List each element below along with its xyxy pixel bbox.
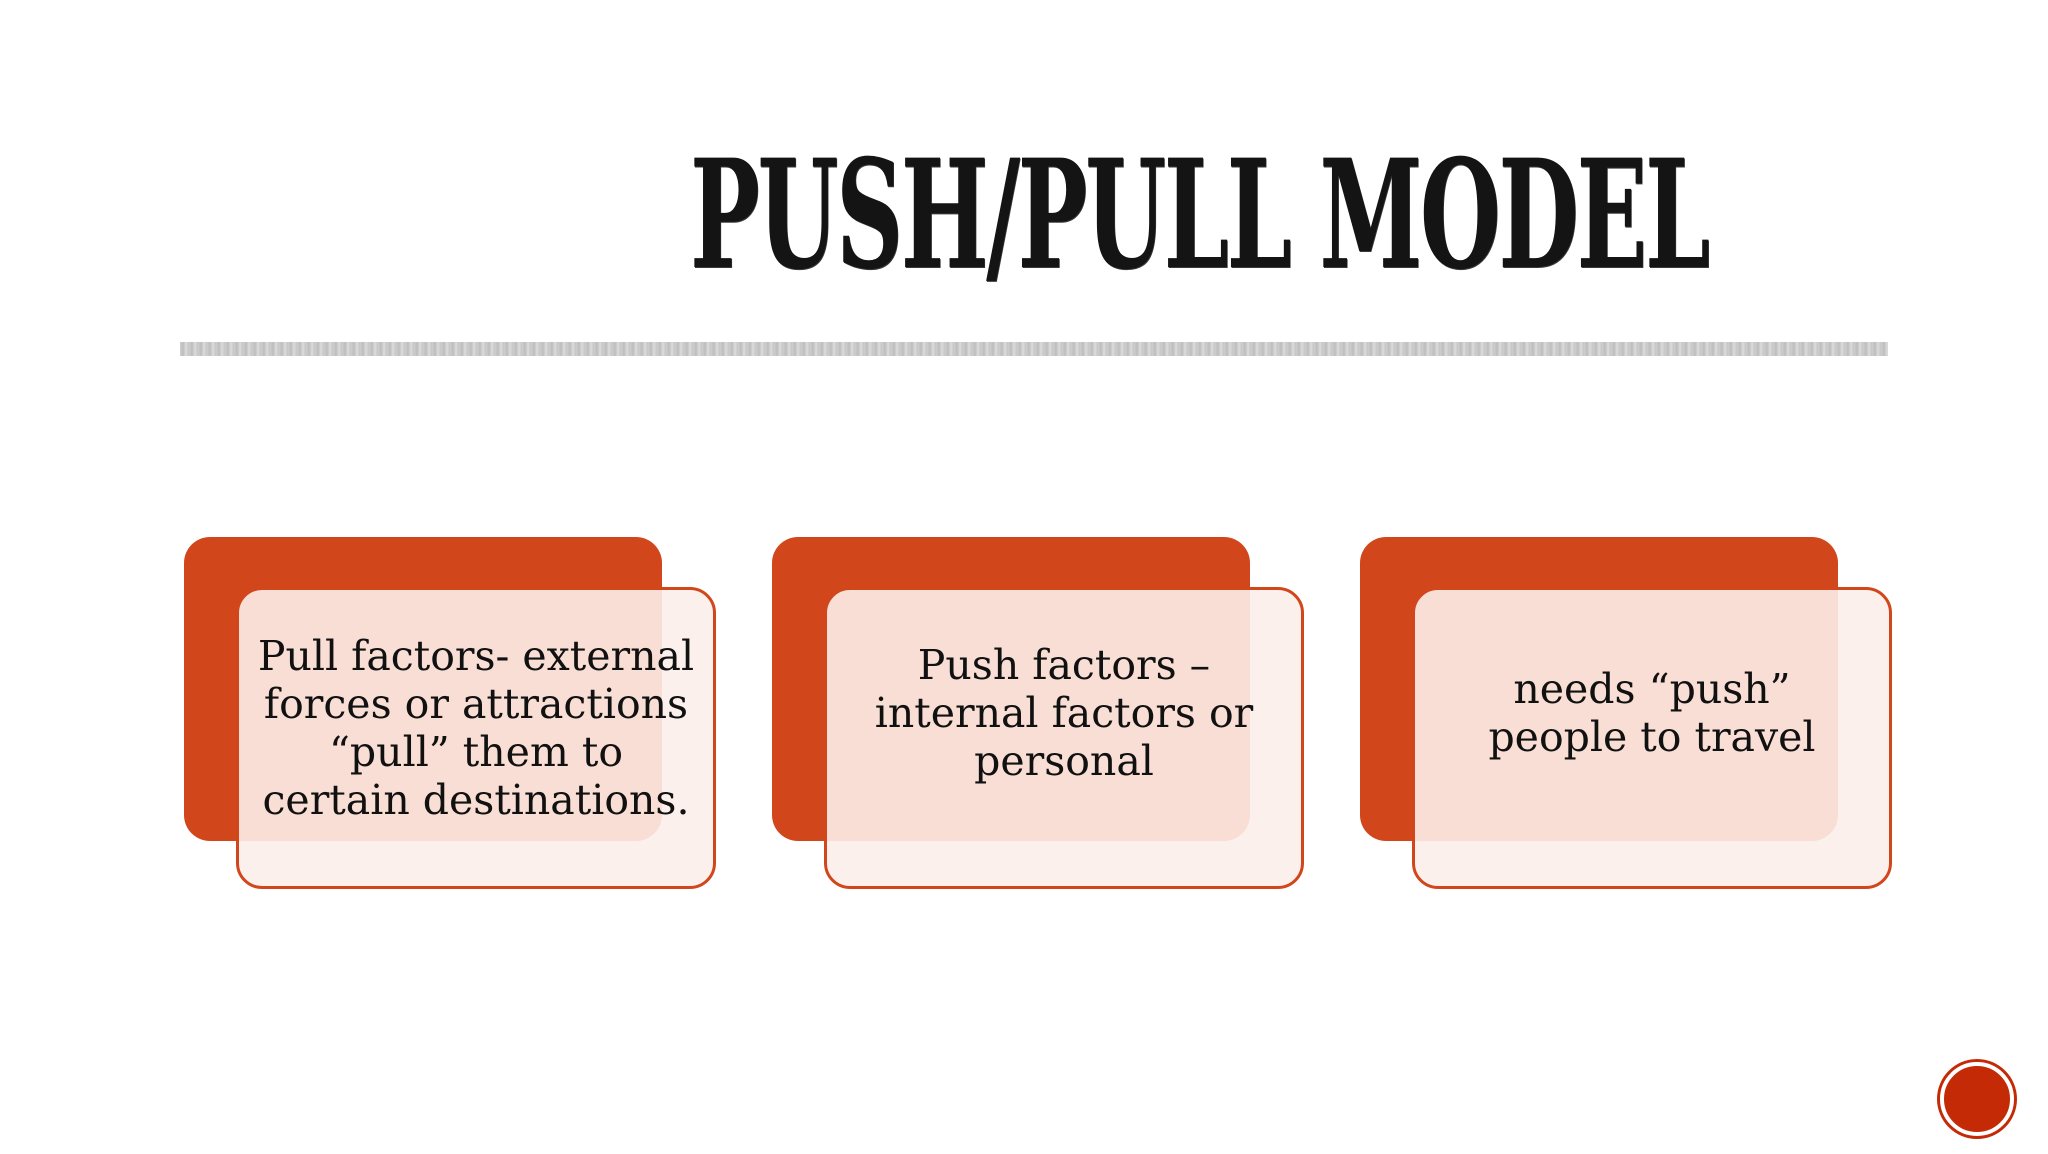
- card-text: Push factors – internal factors or perso…: [874, 641, 1254, 785]
- card-needs: needs “push” people to travel: [1360, 537, 1900, 893]
- card-front-shape: [824, 587, 1304, 889]
- card-text: needs “push” people to travel: [1488, 665, 1816, 761]
- card-pull-factors: Pull factors- external forces or attract…: [184, 537, 724, 893]
- card-push-factors: Push factors – internal factors or perso…: [772, 537, 1312, 893]
- card-front-shape: [236, 587, 716, 889]
- card-text: Pull factors- external forces or attract…: [257, 632, 695, 824]
- slide-nav-button[interactable]: [1940, 1062, 2014, 1136]
- card-front-shape: [1412, 587, 1892, 889]
- slide-title: PUSH/PULL MODEL: [690, 127, 1710, 303]
- title-divider: [180, 342, 1888, 356]
